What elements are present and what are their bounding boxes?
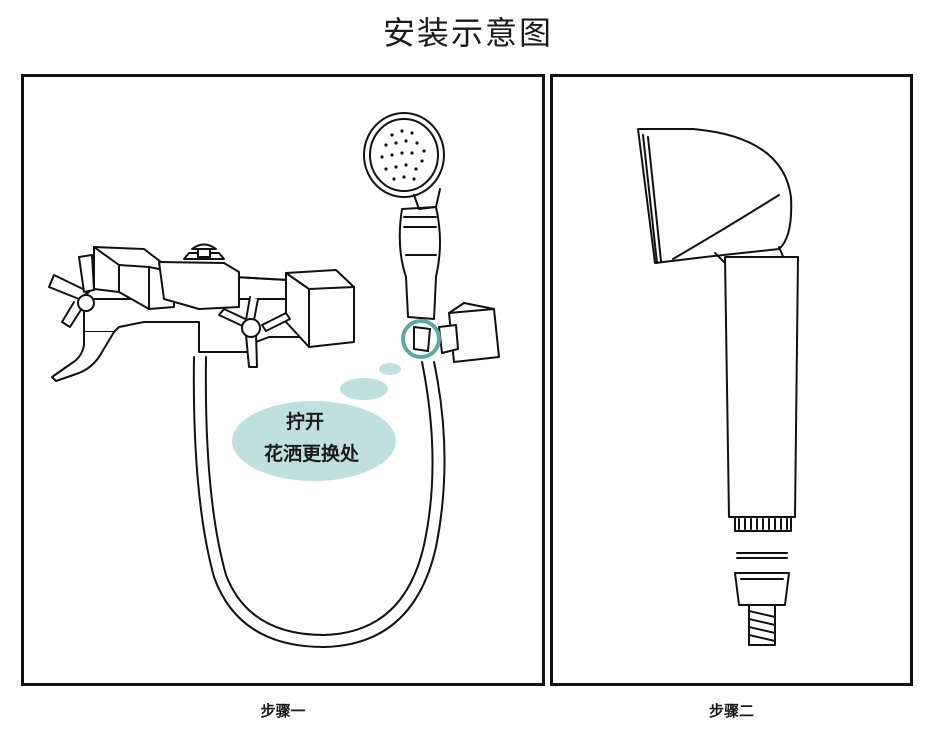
faucet-shower-illustration bbox=[48, 112, 500, 648]
step1-panel: 拧开 花洒更换处 bbox=[21, 74, 545, 686]
hose-nut bbox=[734, 572, 790, 606]
shower-handle-illustration bbox=[637, 128, 799, 646]
shower-handle bbox=[398, 206, 441, 320]
callout-line1: 拧开 bbox=[286, 411, 325, 433]
step2-caption: 步骤二 bbox=[708, 702, 754, 720]
detached-shower-handle bbox=[724, 256, 799, 518]
callout-line2: 花洒更换处 bbox=[264, 443, 360, 465]
connection-highlight-ring bbox=[401, 319, 441, 359]
page-title: 安装示意图 bbox=[382, 14, 553, 52]
faucet-spout bbox=[51, 331, 115, 382]
washer bbox=[736, 552, 788, 559]
callout-bubble bbox=[232, 401, 396, 481]
detached-shower-head bbox=[637, 128, 793, 264]
callout-dot-medium bbox=[340, 378, 388, 400]
shower-hose bbox=[192, 356, 446, 648]
callout-dot-small bbox=[379, 363, 401, 375]
shower-head-holes bbox=[380, 129, 426, 181]
shower-head bbox=[363, 112, 445, 198]
step2-panel bbox=[550, 74, 913, 686]
step1-caption: 步骤一 bbox=[260, 702, 306, 720]
